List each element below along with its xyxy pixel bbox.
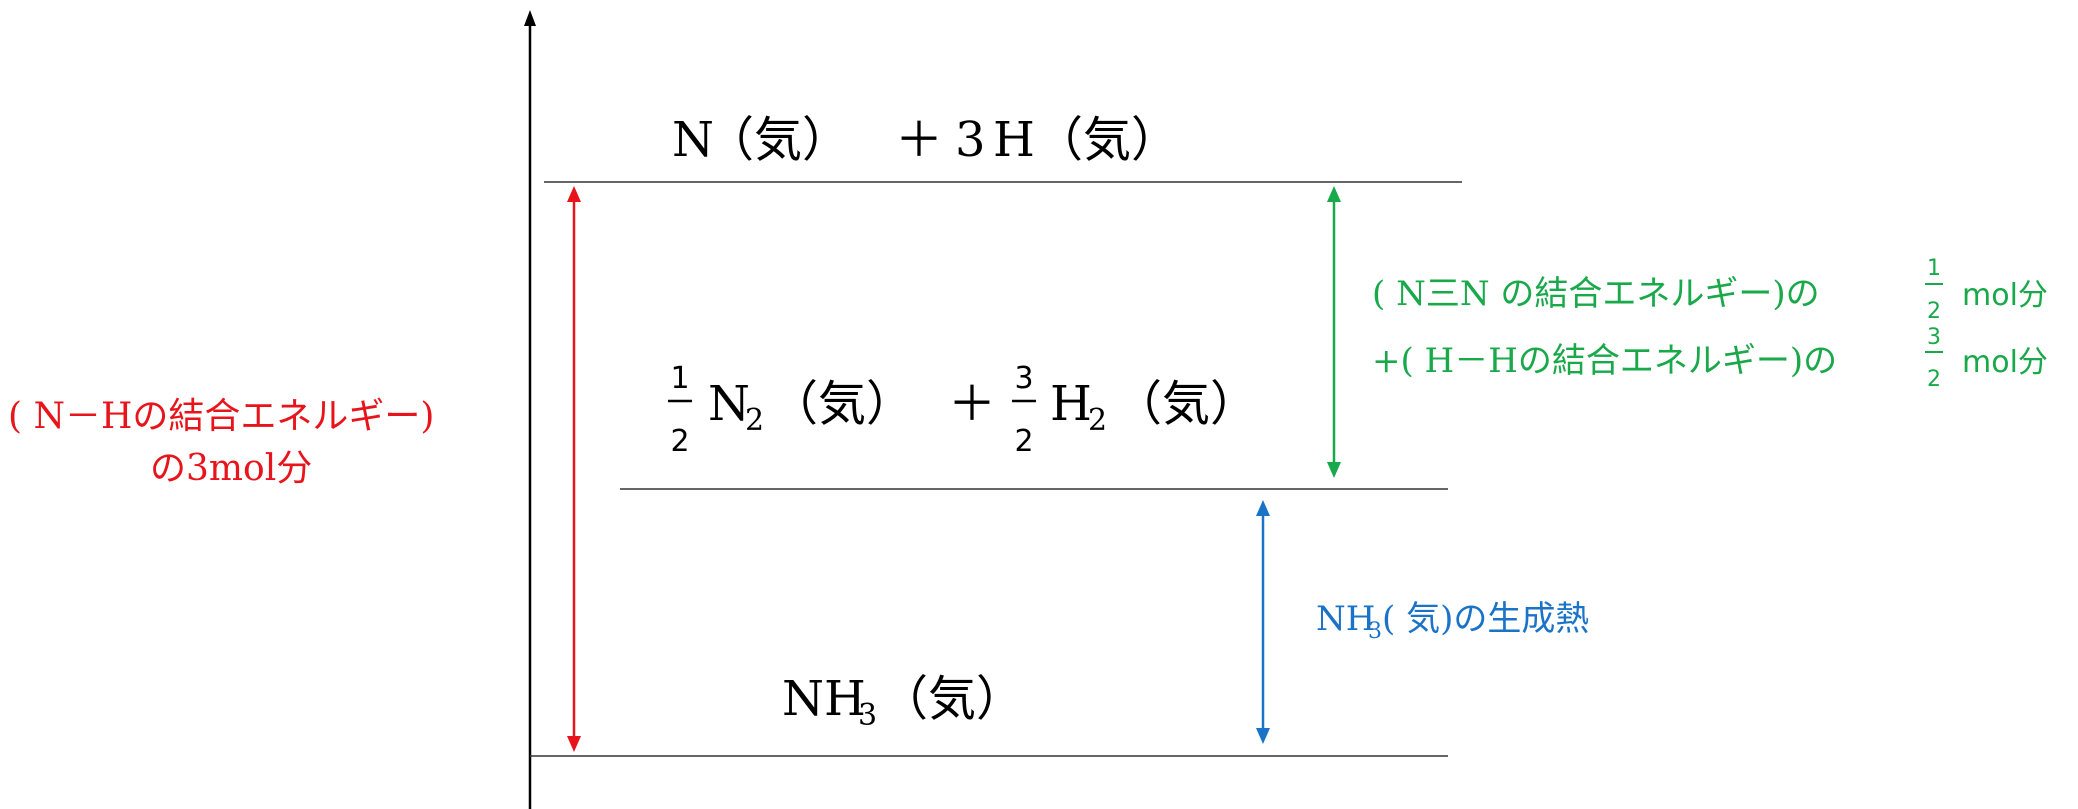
green-label: ( N三N の結合エネルギー)の 1 2 mol分 +( H－Hの結合エネルギー… [1372,256,2048,392]
mid-frac-b-denominator: 2 [1014,424,1033,459]
blue-label-sub: 3 [1368,619,1382,644]
bottom-species: NH [782,671,866,727]
blue-double-arrow [1256,500,1270,744]
red-double-arrow [567,186,581,752]
green-label-line2-unit: mol分 [1962,345,2048,380]
mid-state-b: （気） [1114,376,1258,432]
mid-state-a: （気） [770,376,914,432]
blue-label-post: ( 気)の生成熱 [1382,599,1589,639]
bottom-sub: 3 [858,698,877,733]
blue-label-pre: NH [1316,599,1375,639]
blue-label: NH 3 ( 気)の生成熱 [1316,599,1589,644]
top-coef-3: 3 [955,112,986,168]
mid-plus: ＋ [948,376,996,432]
green-label-line2-text: +( H－Hの結合エネルギー)の [1372,341,1837,381]
green-label-line2-denominator: 2 [1927,367,1941,392]
green-double-arrow [1327,186,1341,478]
green-label-line1-numerator: 1 [1927,256,1941,281]
top-state-a: （気） [706,112,850,168]
mid-species-n: N [708,376,750,432]
top-plus: ＋ [895,112,943,168]
mid-frac-a-denominator: 2 [670,424,689,459]
red-label: ( N－Hの結合エネルギー) の3mol分 [8,396,434,489]
energy-axis-arrowhead [524,10,536,26]
top-state-b: （気） [1035,112,1179,168]
formula-middle: 1 2 N 2 （気） ＋ 3 2 H 2 （気） [668,361,1258,459]
mid-species-h: H [1050,376,1092,432]
bottom-state: （気） [880,671,1024,727]
mid-sub-a: 2 [745,403,764,438]
red-label-line1: ( N－Hの結合エネルギー) [8,396,434,437]
mid-sub-b: 2 [1088,403,1107,438]
formula-bottom: NH 3 （気） [782,671,1024,733]
formula-top: N （気） ＋ 3 H （気） [672,112,1179,168]
top-species-h: H [993,112,1035,168]
top-species-n: N [672,112,714,168]
green-label-line1-unit: mol分 [1962,278,2048,313]
green-label-line1-denominator: 2 [1927,299,1941,324]
green-label-line1-text: ( N三N の結合エネルギー)の [1372,274,1820,314]
mid-frac-b-numerator: 3 [1014,361,1033,396]
red-label-line2: の3mol分 [150,448,312,489]
mid-frac-a-numerator: 1 [670,361,689,396]
green-label-line2-numerator: 3 [1927,325,1941,350]
